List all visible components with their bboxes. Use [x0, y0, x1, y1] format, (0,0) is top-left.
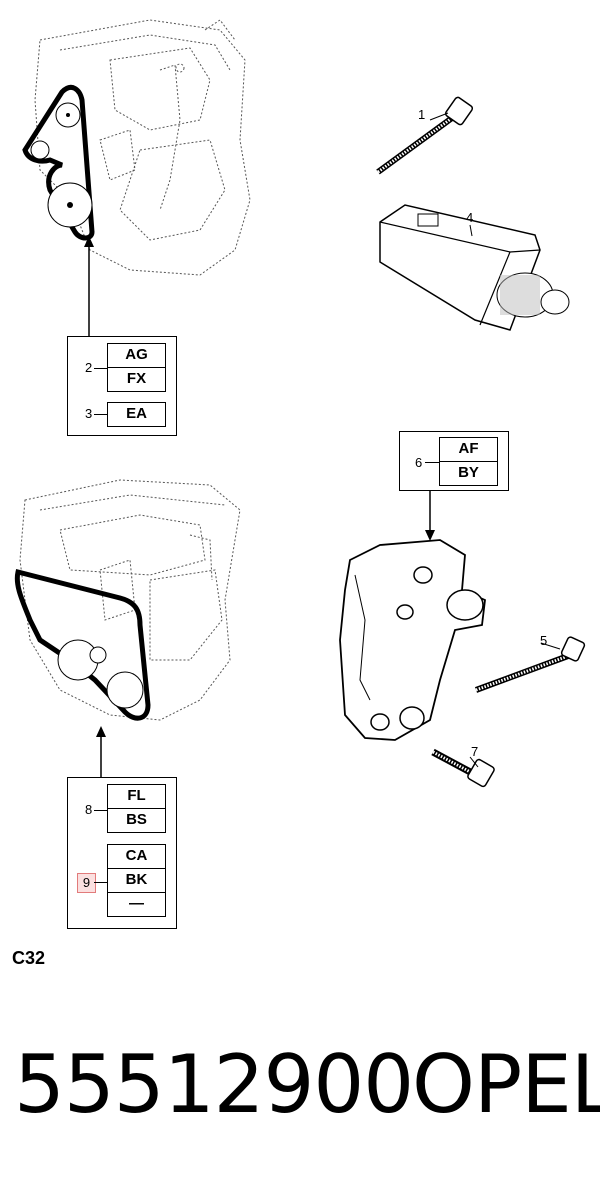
code-group-9: CA BK — — [107, 844, 166, 917]
option-code[interactable]: BS — [126, 811, 147, 828]
option-code[interactable]: FX — [126, 370, 147, 387]
part-number: 55512900 — [14, 1038, 414, 1131]
option-code[interactable]: FL — [108, 785, 165, 809]
option-code[interactable]: AF — [440, 438, 497, 462]
part-label-5: 5 — [540, 633, 548, 648]
brand-name: OPEL — [412, 1038, 600, 1131]
code-group-2: AG FX — [107, 343, 166, 392]
callout-number-2: 2 — [85, 360, 93, 375]
leader-line — [425, 462, 439, 463]
option-code[interactable]: BK — [108, 869, 165, 893]
option-code[interactable]: BY — [458, 464, 479, 481]
leader-line — [94, 882, 107, 883]
callout-number-9-highlighted[interactable]: 9 — [77, 873, 96, 893]
option-code[interactable]: EA — [126, 405, 147, 422]
part-label-1: 1 — [418, 107, 426, 122]
leader-line — [94, 368, 107, 369]
callout-number-3: 3 — [85, 406, 93, 421]
part-label-7: 7 — [471, 744, 479, 759]
callout-number-6: 6 — [415, 455, 423, 470]
leader-line — [94, 414, 107, 415]
option-code[interactable]: — — [129, 895, 144, 912]
option-code[interactable]: AG — [108, 344, 165, 368]
part-label-4: 4 — [466, 210, 474, 225]
callout-number-8: 8 — [85, 802, 93, 817]
diagram-code: C32 — [12, 948, 46, 968]
code-group-6: AF BY — [439, 437, 498, 486]
code-group-8: FL BS — [107, 784, 166, 833]
leader-line — [94, 810, 107, 811]
option-code[interactable]: CA — [108, 845, 165, 869]
code-group-3: EA — [107, 402, 166, 427]
